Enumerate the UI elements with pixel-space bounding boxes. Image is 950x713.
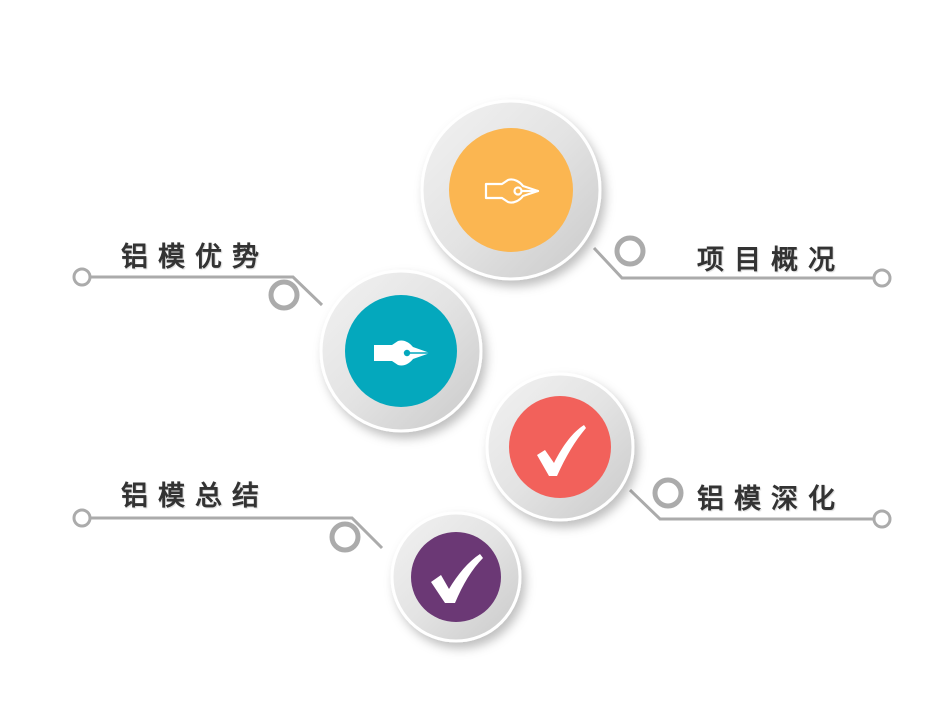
- node-overview-fill: [449, 128, 573, 252]
- connector-rings: [268, 235, 684, 553]
- ring-overview: [614, 235, 646, 267]
- label-deepen: 铝模深化: [697, 484, 845, 515]
- pen-nib-outline-icon: [484, 178, 540, 204]
- node-summary-fill: [411, 532, 501, 622]
- node-deepen-fill: [509, 396, 611, 498]
- connector-deepen: [628, 488, 876, 521]
- label-overview: 项目概况: [697, 245, 845, 276]
- label-summary: 铝模总结: [121, 481, 269, 512]
- node-summary: [390, 511, 522, 643]
- label-advantage: 铝模优势: [121, 242, 269, 273]
- connector-summary: [88, 516, 384, 550]
- end-dot-summary: [72, 508, 92, 528]
- connector-end-dots: [72, 267, 892, 529]
- end-dot-deepen: [872, 509, 892, 529]
- node-overview: [420, 99, 602, 281]
- end-dot-overview: [872, 268, 892, 288]
- connector-advantage: [88, 275, 324, 307]
- connector-lines: [88, 246, 876, 550]
- pen-nib-solid-icon: [374, 340, 430, 366]
- checkmark-icon: [431, 554, 483, 603]
- connector-overview: [592, 246, 876, 280]
- checkmark-icon: [537, 425, 586, 476]
- end-dot-advantage: [72, 267, 92, 287]
- ring-summary: [329, 521, 361, 553]
- node-deepen: [485, 372, 635, 522]
- ring-deepen: [652, 477, 684, 509]
- ring-advantage: [268, 279, 300, 311]
- node-advantage: [319, 269, 483, 433]
